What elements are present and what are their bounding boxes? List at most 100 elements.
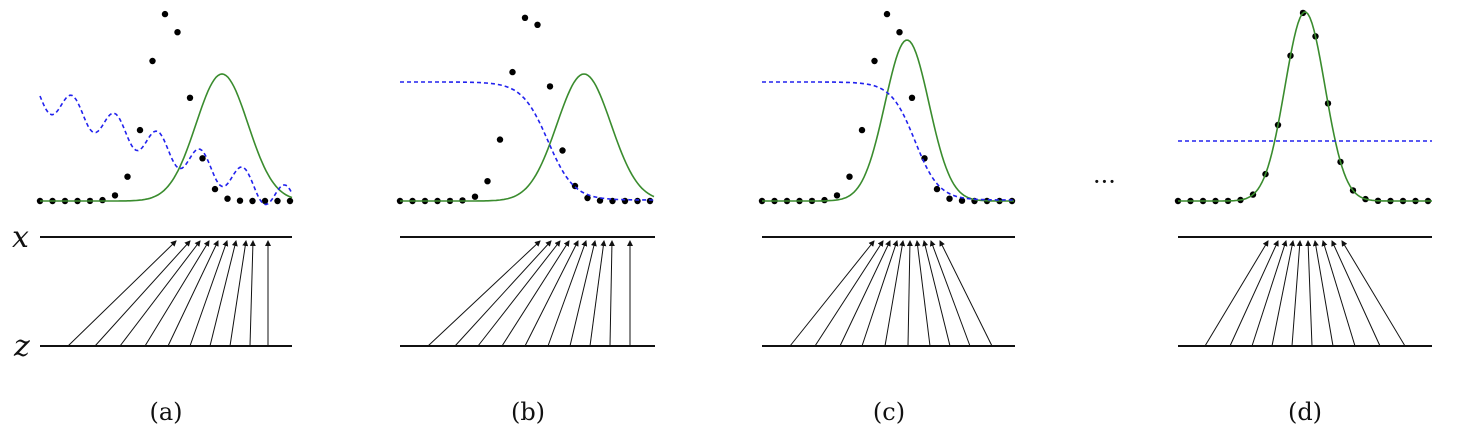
discriminator-curve: [762, 81, 1014, 201]
mapping-arrow: [209, 240, 238, 347]
panel-label: (b): [511, 398, 545, 426]
data-dot: [958, 197, 966, 204]
data-dot: [833, 192, 841, 199]
generator-distribution-curve: [40, 73, 293, 202]
data-dot: [111, 192, 119, 199]
data-dot: [274, 197, 281, 205]
mapping-arrows: [1204, 240, 1406, 347]
mapping-arrows: [67, 240, 271, 347]
data-dot: [174, 29, 181, 36]
mapping-arrow: [939, 240, 993, 347]
mapping-arrow: [789, 240, 875, 347]
mapping-arrow: [477, 240, 561, 347]
generator-distribution-curve: [400, 73, 655, 202]
data-dot: [286, 197, 294, 205]
data-distribution-dots: [1174, 9, 1432, 205]
data-distribution-dots: [396, 14, 654, 205]
mapping-arrow: [906, 240, 913, 347]
mapping-arrow: [524, 240, 579, 347]
mapping-arrow: [67, 240, 177, 347]
data-dot: [99, 196, 106, 204]
mapping-arrow: [94, 240, 191, 347]
mapping-arrow: [167, 240, 219, 347]
mapping-arrow: [1305, 240, 1313, 347]
mapping-arrow: [589, 240, 607, 347]
mapping-arrow: [1341, 240, 1406, 347]
data-dot: [933, 185, 941, 193]
data-dot: [883, 10, 891, 18]
mapping-arrow: [929, 240, 971, 347]
panel-label: (a): [149, 398, 182, 426]
generator-distribution-curve: [762, 39, 1014, 202]
data-dot: [236, 197, 244, 204]
data-dot: [646, 197, 654, 205]
mapping-arrow: [1251, 240, 1288, 347]
data-dot: [534, 21, 541, 28]
mapping-arrow: [144, 240, 210, 347]
mapping-arrow: [1291, 240, 1303, 347]
mapping-arrows: [789, 240, 993, 347]
panel-b: (b): [396, 14, 655, 426]
mapping-arrow: [1271, 240, 1295, 347]
data-dot: [559, 147, 566, 154]
data-distribution-dots: [758, 10, 1016, 205]
panel-label: (d): [1288, 398, 1322, 426]
generator-distribution-curve: [1178, 11, 1432, 202]
data-dot: [136, 126, 144, 134]
data-dot: [211, 185, 219, 193]
data-dot: [634, 197, 641, 205]
mapping-arrow: [608, 240, 615, 347]
data-distribution-dots: [36, 10, 294, 205]
data-dot: [896, 29, 903, 36]
mapping-arrow: [501, 240, 570, 347]
z-axis-label: z: [13, 329, 30, 364]
x-axis-label: x: [12, 220, 29, 255]
data-dot: [846, 173, 853, 180]
data-dot: [186, 94, 194, 102]
data-dot: [871, 57, 878, 65]
data-dot: [596, 197, 604, 204]
mapping-arrow: [229, 240, 249, 347]
mapping-arrow: [814, 240, 884, 347]
mapping-arrow: [1312, 240, 1334, 347]
mapping-arrow: [1321, 240, 1356, 347]
data-dot: [621, 197, 629, 205]
mapping-arrow: [839, 240, 891, 347]
mapping-arrow: [1204, 240, 1269, 347]
panel-a: (a): [36, 10, 294, 426]
data-dot: [521, 14, 529, 21]
mapping-arrows: [427, 240, 633, 347]
mapping-arrow: [914, 240, 931, 347]
mapping-arrow: [547, 240, 588, 347]
data-dot: [224, 195, 231, 202]
data-dot: [584, 194, 591, 202]
mapping-arrow: [1331, 240, 1381, 347]
data-dot: [249, 197, 256, 205]
mapping-arrow: [119, 240, 201, 347]
data-dot: [161, 10, 169, 18]
panel-label: (c): [873, 398, 905, 426]
data-dot: [546, 83, 554, 90]
data-dot: [858, 126, 866, 134]
data-dot: [199, 155, 206, 162]
data-dot: [921, 155, 928, 162]
data-dot: [124, 173, 131, 180]
ellipsis: ···: [1093, 168, 1116, 196]
mapping-arrow: [1229, 240, 1279, 347]
discriminator-curve: [400, 81, 654, 201]
data-dot: [908, 94, 916, 102]
panel-c: (c): [758, 10, 1016, 426]
data-dot: [496, 136, 504, 143]
data-dot: [471, 193, 479, 200]
mapping-arrow: [922, 240, 951, 347]
mapping-arrow: [427, 240, 541, 347]
mapping-arrow: [189, 240, 229, 347]
data-dot: [946, 195, 953, 202]
mapping-arrow: [249, 240, 256, 347]
discriminator-curve: [39, 94, 293, 206]
data-dot: [261, 197, 269, 205]
data-dot: [484, 178, 491, 185]
mapping-arrow: [454, 240, 552, 347]
data-dot: [509, 68, 516, 76]
